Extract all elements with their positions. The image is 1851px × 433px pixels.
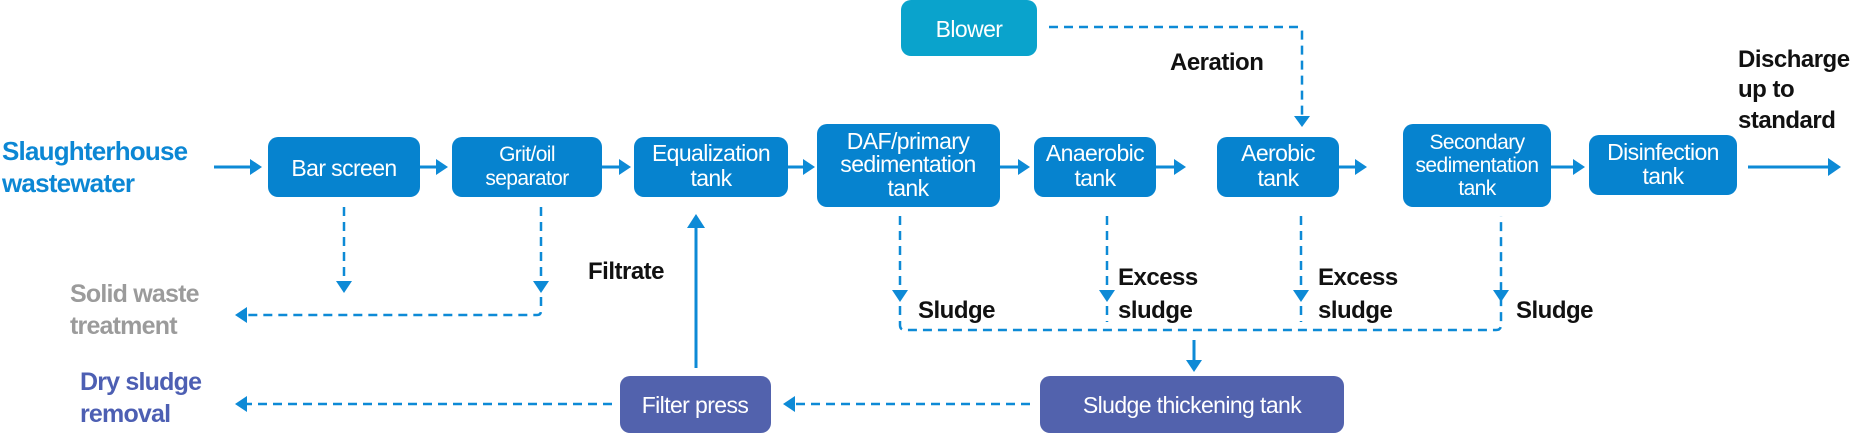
arrow-head	[1293, 290, 1309, 302]
filtrate-label: Filtrate	[588, 258, 664, 285]
arrow-head	[803, 159, 815, 175]
svg-text:Secondary: Secondary	[1430, 131, 1526, 154]
arrow-head	[1186, 360, 1202, 372]
output-label-line1: Discharge	[1738, 46, 1850, 73]
svg-text:Grit/oil: Grit/oil	[499, 143, 555, 166]
arrow-head	[436, 159, 448, 175]
arrow-head	[1828, 158, 1841, 176]
sludge-thickening-tank-box[interactable]: Sludge thickening tank	[1040, 376, 1344, 433]
arrow-head	[1174, 159, 1186, 175]
arrow-head	[783, 396, 795, 412]
svg-text:sedimentation: sedimentation	[1416, 154, 1539, 177]
svg-text:treatment: treatment	[70, 312, 178, 340]
dry-sludge-label: Dry sludge removal	[80, 368, 203, 428]
svg-text:Anaerobic: Anaerobic	[1046, 140, 1144, 166]
sludge-label-primary: Sludge	[918, 297, 995, 324]
svg-text:Solid waste: Solid waste	[70, 280, 200, 308]
svg-text:tank: tank	[690, 165, 732, 191]
output-label: Discharge up to standard	[1738, 46, 1850, 134]
svg-text:Disinfection: Disinfection	[1607, 139, 1719, 165]
process-box-aerobic-tank[interactable]: Aerobic tank	[1217, 137, 1339, 197]
svg-text:tank: tank	[1257, 165, 1299, 191]
process-box-disinfection-tank[interactable]: Disinfection tank	[1589, 135, 1737, 195]
svg-text:Sludge thickening tank: Sludge thickening tank	[1083, 392, 1302, 418]
svg-text:Bar screen: Bar screen	[291, 155, 396, 181]
svg-text:tank: tank	[1074, 165, 1116, 191]
svg-text:Excess: Excess	[1118, 264, 1198, 291]
arrow-head	[235, 396, 247, 412]
arrow-head	[250, 159, 262, 175]
svg-text:Equalization: Equalization	[652, 140, 770, 166]
svg-text:Blower: Blower	[936, 16, 1004, 42]
sludge-label-secondary: Sludge	[1516, 297, 1593, 324]
svg-text:tank: tank	[887, 175, 929, 201]
arrow-head	[1573, 159, 1585, 175]
svg-text:tank: tank	[1642, 163, 1684, 189]
process-box-equalization-tank[interactable]: Equalization tank	[634, 137, 788, 197]
output-label-line3: standard	[1738, 107, 1835, 134]
arrow-head	[1099, 290, 1115, 302]
aeration-label: Aeration	[1170, 49, 1263, 76]
aeration-dashed-line	[1049, 25, 1304, 118]
sludge-label-anaerobic: Excess sludge	[1118, 264, 1198, 324]
arrow-head	[1493, 290, 1509, 302]
svg-text:tank: tank	[1458, 177, 1496, 200]
svg-text:sludge: sludge	[1318, 297, 1392, 324]
svg-text:DAF/primary: DAF/primary	[847, 128, 971, 154]
process-box-grit-oil-separator[interactable]: Grit/oil separator	[452, 137, 602, 197]
arrow-head	[687, 214, 705, 228]
arrow-head	[336, 281, 352, 293]
svg-text:removal: removal	[80, 400, 170, 428]
arrow-head	[1018, 159, 1030, 175]
solid-waste-lines	[235, 207, 549, 323]
arrow-head	[619, 159, 631, 175]
arrow-head	[1355, 159, 1367, 175]
process-box-daf-primary-sedimentation-tank[interactable]: DAF/primary sedimentation tank	[817, 124, 1000, 207]
process-box-secondary-sedimentation-tank[interactable]: Secondary sedimentation tank	[1403, 124, 1551, 207]
filter-press-box[interactable]: Filter press	[620, 376, 771, 433]
main-flow-arrows	[214, 158, 1841, 176]
svg-text:sludge: sludge	[1118, 297, 1192, 324]
blower-box[interactable]: Blower	[901, 0, 1037, 56]
sludge-collection-lines	[892, 216, 1509, 372]
arrow-head	[892, 290, 908, 302]
arrow-head	[235, 307, 247, 323]
svg-text:Aerobic: Aerobic	[1241, 140, 1315, 166]
aeration-arrow-head	[1294, 116, 1310, 127]
sludge-label-aerobic: Excess sludge	[1318, 264, 1398, 324]
svg-text:sedimentation: sedimentation	[840, 151, 975, 177]
arrow-head	[533, 281, 549, 293]
process-box-bar-screen[interactable]: Bar screen	[268, 137, 420, 197]
svg-text:Excess: Excess	[1318, 264, 1398, 291]
svg-text:separator: separator	[485, 167, 569, 190]
input-label-line2: wastewater	[1, 168, 135, 198]
input-label-line1: Slaughterhouse	[2, 136, 188, 166]
process-box-anaerobic-tank[interactable]: Anaerobic tank	[1034, 137, 1156, 197]
svg-text:Filter press: Filter press	[642, 392, 749, 418]
input-label: Slaughterhouse wastewater	[1, 136, 188, 198]
output-label-line2: up to	[1738, 76, 1794, 103]
svg-text:Dry sludge: Dry sludge	[80, 368, 202, 396]
solid-waste-label: Solid waste treatment	[70, 280, 200, 340]
